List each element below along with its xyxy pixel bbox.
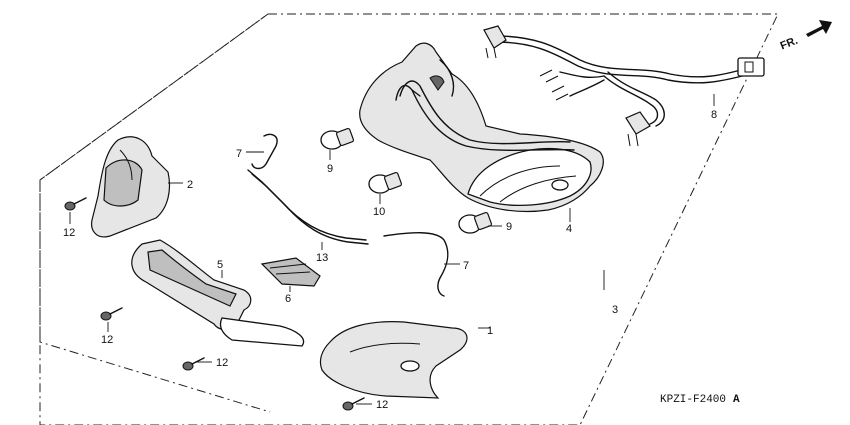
front-direction-arrow: FR. — [779, 20, 832, 52]
part-number-1: 1 — [487, 325, 493, 337]
center-panel — [131, 239, 305, 347]
part-number-6: 6 — [285, 293, 291, 305]
part-number-7-lower: 7 — [463, 260, 469, 272]
small-pad — [260, 257, 321, 287]
part-number-12-upper-left: 12 — [63, 227, 75, 239]
part-number-8: 8 — [711, 109, 717, 121]
part-number-7-upper: 7 — [236, 148, 242, 160]
left-front-cover — [91, 136, 171, 238]
part-number-3: 3 — [612, 304, 618, 316]
screw-bottom-center — [182, 357, 205, 371]
wire-harness — [483, 25, 765, 147]
assembly-boundary-left — [39, 13, 271, 413]
arrow-icon — [806, 20, 832, 37]
part-number-5: 5 — [217, 259, 223, 271]
part-number-13: 13 — [316, 252, 328, 264]
right-front-cover — [319, 321, 468, 399]
headlight-lens-assembly — [359, 42, 604, 213]
screw-bottom-right — [342, 397, 365, 411]
part-number-9-lower: 9 — [506, 221, 512, 233]
bulb-upper — [320, 127, 355, 150]
seal-strips — [247, 133, 449, 297]
screw-upper-left — [64, 197, 87, 211]
part-number-10: 10 — [373, 206, 385, 218]
front-direction-label: FR. — [779, 35, 800, 53]
part-number-4: 4 — [566, 223, 572, 235]
bulb-middle — [368, 171, 403, 194]
part-number-12-bottom-right: 12 — [376, 399, 388, 411]
bulb-lower — [458, 211, 493, 234]
diagram-code: KPZI-F2400 — [660, 394, 726, 406]
part-number-9-upper: 9 — [327, 163, 333, 175]
part-number-12-bottom-center: 12 — [216, 357, 228, 369]
diagram-code-suffix: A — [733, 394, 740, 406]
assembly-boundary — [39, 13, 779, 425]
screw-mid-left — [100, 307, 123, 321]
part-number-12-mid-left: 12 — [101, 334, 113, 346]
part-number-2: 2 — [187, 179, 193, 191]
